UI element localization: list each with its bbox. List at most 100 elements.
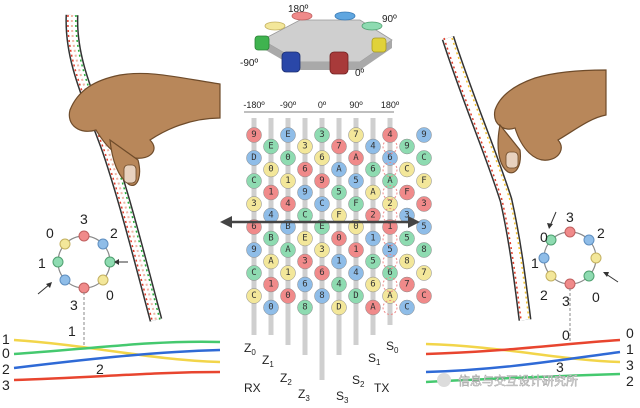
grid-cell — [314, 288, 330, 304]
grid-cell — [246, 196, 262, 212]
grid-cell-label: B — [285, 222, 290, 232]
grid-cell — [280, 196, 296, 212]
grid-cell — [416, 242, 432, 258]
label-s0: S0 — [386, 339, 399, 355]
grid-cell — [399, 230, 415, 247]
grid-cell — [263, 184, 279, 201]
grid-cell-label: C — [319, 199, 324, 209]
grid-cell-label: D — [251, 153, 256, 163]
grid-cell — [314, 150, 330, 166]
grid-cell — [246, 265, 262, 281]
grid-cell-label: C — [404, 303, 409, 313]
grid-cell — [331, 299, 347, 316]
grid-cell-label: 6 — [302, 165, 307, 175]
right-ring-num-topleft: 0 — [540, 229, 548, 245]
grid-cell-label: 1 — [285, 176, 290, 186]
grid-cell-label: E — [302, 234, 307, 244]
grid-cell — [297, 184, 313, 201]
grid-cell-label: 7 — [421, 268, 426, 278]
grid-cell-label: 9 — [251, 245, 256, 255]
grid-cell — [382, 265, 398, 281]
grid-cell — [263, 161, 279, 178]
grid-cell — [416, 265, 432, 281]
left-ring-num-top: 3 — [80, 211, 88, 227]
grid-cell — [416, 196, 432, 212]
grid-cell — [297, 138, 313, 155]
left-line-label-1: 1 — [2, 331, 10, 347]
grid-cell — [399, 161, 415, 178]
grid-cell-label: 1 — [370, 234, 375, 244]
grid-cell-label: 8 — [404, 257, 409, 267]
grid-cell — [348, 196, 364, 212]
dial-label-0: 0º — [355, 68, 365, 79]
grid-cell — [280, 265, 296, 281]
grid-cell-label: 6 — [319, 153, 324, 163]
grid-cell-label: 6 — [251, 222, 256, 232]
grid-cell — [331, 184, 347, 201]
grid-cell-label: A — [285, 245, 291, 255]
col-header-neg180: -180º — [243, 100, 265, 110]
label-rx: RX — [244, 381, 261, 395]
grid-cell — [416, 127, 432, 143]
watermark: 信息与交互设计研究所 — [437, 373, 578, 388]
grid-cell-label: 3 — [404, 211, 409, 221]
grid-cell-label: 4 — [268, 211, 273, 221]
grid-cell-label: 0 — [268, 165, 273, 175]
grid-cell-label: 8 — [421, 245, 426, 255]
grid-cell — [382, 150, 398, 166]
grid-cell — [365, 276, 381, 293]
grid-cell — [382, 127, 398, 143]
grid-cell — [246, 173, 262, 189]
grid-cell-label: 8 — [319, 291, 324, 301]
grid-cells: 9ED0C1346B9AC1C0E306194CBEA31608376A95CF… — [246, 127, 432, 316]
grid-cell — [399, 184, 415, 201]
grid-cell-label: C — [251, 268, 256, 278]
grid-cell-label: 6 — [387, 268, 392, 278]
grid-cell-label: A — [387, 176, 393, 186]
label-z2: Z2 — [280, 371, 292, 387]
label-s2: S2 — [352, 373, 365, 389]
grid-cell-label: A — [336, 165, 342, 175]
left-ring-num-left: 1 — [38, 255, 46, 271]
right-ring-num-topright: 2 — [597, 225, 605, 241]
grid-cell-label: 7 — [353, 130, 358, 140]
grid-cell-label: C — [421, 153, 426, 163]
grid-cell-label: 6 — [319, 268, 324, 278]
grid-cell-label: 5 — [387, 245, 392, 255]
right-line-label-2: 2 — [626, 373, 634, 389]
grid-cell — [331, 161, 347, 178]
left-line-marker-top: 1 — [68, 323, 76, 339]
grid-cell — [280, 127, 296, 143]
ghost-cell — [382, 254, 398, 269]
grid-cell-label: 4 — [336, 280, 341, 290]
ghost-cell — [382, 185, 398, 200]
right-ring-num-top: 3 — [566, 209, 574, 225]
grid-cell-label: D — [353, 291, 358, 301]
grid-cell-label: 9 — [302, 188, 307, 198]
left-rope — [65, 14, 163, 322]
label-s3: S3 — [336, 389, 349, 405]
grid-cell — [280, 173, 296, 189]
grid-cell — [297, 161, 313, 178]
grid-cell — [399, 253, 415, 270]
grid-cell-label: A — [387, 291, 393, 301]
grid-cell-label: 1 — [353, 245, 358, 255]
grid-cell — [348, 127, 364, 143]
dial-label-90: 90º — [382, 14, 397, 25]
grid-cell-label: 7 — [336, 142, 341, 152]
right-rope — [441, 36, 532, 321]
grid-cell — [399, 138, 415, 155]
grid-cell-label: 9 — [251, 130, 256, 140]
grid-cell-label: 1 — [336, 257, 341, 267]
grid-cell — [365, 138, 381, 155]
angle-axis: -180º -90º 0º 90º 180º — [243, 100, 400, 113]
dial-label-180: 180º — [288, 4, 309, 15]
grid-cell — [416, 219, 432, 235]
grid-cell-label: 9 — [421, 130, 426, 140]
grid-cell — [263, 230, 279, 247]
grid-cell-label: A — [370, 303, 376, 313]
grid-cell-label: C — [251, 291, 256, 301]
grid-cell — [280, 242, 296, 258]
grid-cell — [263, 276, 279, 293]
